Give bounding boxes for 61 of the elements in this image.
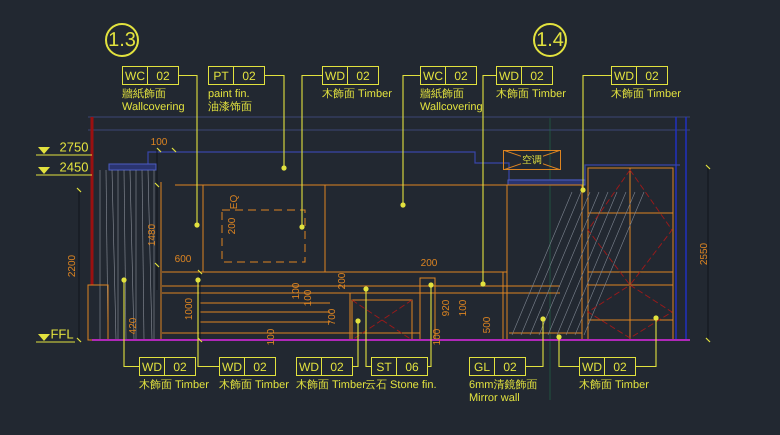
level-label: 2750 [60,140,88,154]
leader-line [556,334,579,368]
material-tag: ST 06 [371,357,428,376]
material-description: 牆紙飾面 [122,88,167,101]
dimension-label: 420 [129,318,139,334]
dimension-label: 2200 [68,254,78,278]
leader-line [526,316,546,368]
material-description: 木飾面 Timber [579,379,649,392]
material-tag: WD 02 [296,357,353,376]
dimension-label: 1000 [185,298,195,320]
dimension-label: 500 [483,316,493,334]
leader-line [299,74,322,230]
material-description: paint fin. [208,88,251,101]
material-description: 牆紙飾面 [420,88,465,101]
leader-line [580,74,611,193]
material-tag: GL 02 [469,357,526,376]
material-description: Wallcovering [420,101,483,114]
dimension-label: 100 [459,300,469,316]
material-description: Wallcovering [122,101,185,114]
material-tag: WC 02 [420,66,477,85]
material-tag: WD 02 [219,357,276,376]
leader-line [353,318,361,368]
material-tag: PT 02 [208,66,265,85]
leader-line [400,74,420,208]
dimension-label: 600 [174,255,192,265]
material-description: 木飾面 Timber [219,379,289,392]
dimension-label: 920 [442,300,452,316]
material-description: 云石 Stone fin. [365,379,437,392]
leader-line [428,282,434,368]
dimension-label: 200 [420,259,438,269]
material-description: 6mm清鏡飾面 [469,379,538,392]
section-marker: 1.3 [105,23,139,57]
leader-line [636,315,659,368]
leader-line [265,74,287,171]
material-tag: WC 02 [122,66,179,85]
dimension-label: 2550 [700,242,710,266]
dimension-label: 100 [150,138,168,148]
material-description: 木飾面 Timber [611,88,681,101]
material-tag: WD 02 [611,66,668,85]
leader-line [121,277,139,368]
material-description: 木飾面 Timber [296,379,366,392]
leader-line [195,277,219,368]
material-tag: WD 02 [496,66,553,85]
material-tag: WD 02 [579,357,636,376]
section-marker: 1.4 [533,23,567,57]
material-description: 木飾面 Timber [322,88,392,101]
leader-line [363,286,371,368]
leader-line [480,74,496,287]
level-label: FFL [50,328,74,340]
dimension-label: 200 [228,218,238,234]
material-description: 木飾面 Timber [139,379,209,392]
dimension-label: EQ [230,194,240,210]
material-tag: WD 02 [139,357,196,376]
dimension-label: 1480 [148,224,158,246]
material-tag: WD 02 [322,66,379,85]
material-description: 木飾面 Timber [496,88,566,101]
air-conditioner-unit: 空调 [503,150,561,170]
material-description: 油漆饰面 [208,101,252,114]
material-description: Mirror wall [469,392,521,405]
level-label: 2450 [60,160,88,174]
leader-line [179,74,200,228]
